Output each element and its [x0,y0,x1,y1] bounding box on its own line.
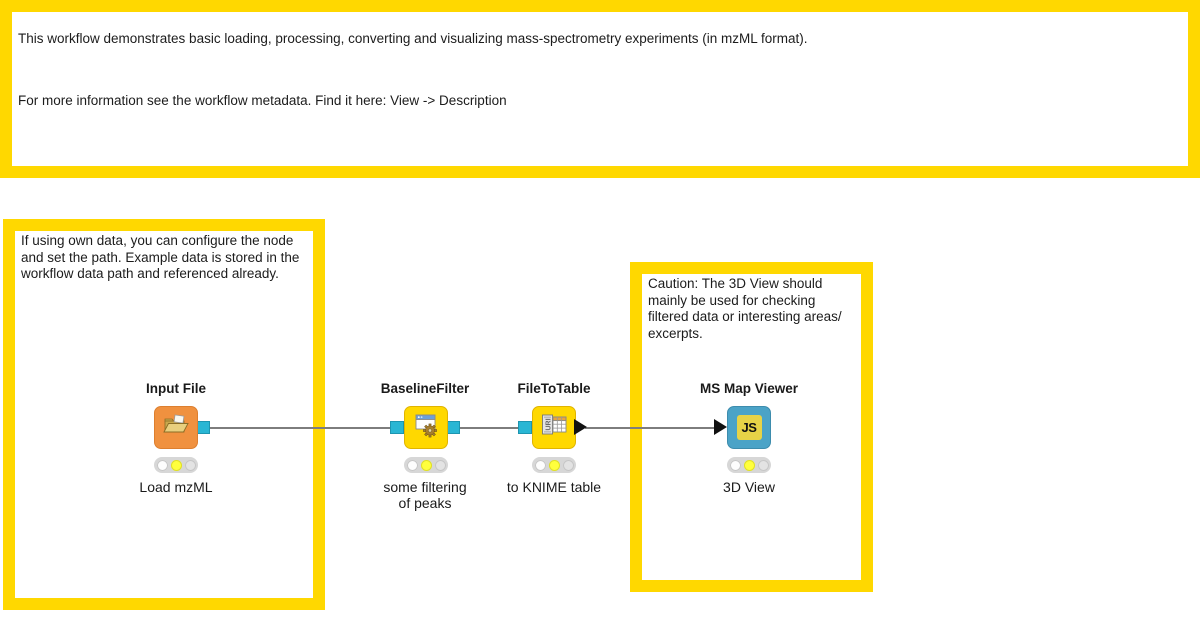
status-traffic-light-baselinefilter [404,457,448,473]
connection-inputfile-baselinefilter[interactable] [208,427,392,429]
annotation-box-top[interactable]: This workflow demonstrates basic loading… [0,0,1200,178]
node-caption-msmapviewer: 3D View [723,479,775,495]
status-yellow-light [170,459,182,471]
status-traffic-light-msmapviewer [727,457,771,473]
annotation-box-left[interactable]: If using own data, you can configure the… [3,219,325,610]
connection-filetotable-msmapviewer[interactable] [585,427,716,429]
status-yellow-light [548,459,560,471]
input-port-msmapviewer[interactable] [714,419,727,435]
node-name-msmapviewer: MS Map Viewer [699,381,799,396]
input-port-filetotable[interactable] [518,421,532,434]
window-gear-icon [413,413,439,443]
annotation-right-text: Caution: The 3D View should mainly be us… [648,276,842,341]
annotation-top-paragraph-1: This workflow demonstrates basic loading… [18,30,808,46]
output-port-filetotable[interactable] [574,419,587,435]
node-name-input-file: Input File [146,381,206,396]
node-input-file[interactable] [154,406,198,449]
annotation-left-text: If using own data, you can configure the… [21,233,300,281]
output-port-baselinefilter[interactable] [446,421,460,434]
status-red-light [534,459,546,471]
status-green-light [757,459,769,471]
status-red-light [729,459,741,471]
status-green-light [562,459,574,471]
status-green-light [434,459,446,471]
status-red-light [406,459,418,471]
connection-baselinefilter-filetotable[interactable] [458,427,520,429]
node-caption-filetotable: to KNIME table [506,479,602,495]
input-port-baselinefilter[interactable] [390,421,404,434]
open-folder-icon [162,413,190,442]
node-caption-baselinefilter: some filtering of peaks [383,479,467,511]
svg-text:URI: URI [545,418,552,430]
node-baselinefilter[interactable] [404,406,448,449]
javascript-icon: JS [736,415,762,440]
status-traffic-light-filetotable [532,457,576,473]
node-caption-input-file: Load mzML [139,479,213,495]
node-msmapviewer[interactable]: JS [727,406,771,449]
status-yellow-light [743,459,755,471]
output-port-input-file[interactable] [196,421,210,434]
status-traffic-light-input-file [154,457,198,473]
annotation-top-paragraph-2: For more information see the workflow me… [18,92,507,108]
status-yellow-light [420,459,432,471]
node-name-filetotable: FileToTable [517,381,591,396]
status-red-light [156,459,168,471]
status-green-light [184,459,196,471]
uri-to-table-icon: URI [540,412,568,443]
node-filetotable[interactable]: URI [532,406,576,449]
node-name-baselinefilter: BaselineFilter [380,381,470,396]
